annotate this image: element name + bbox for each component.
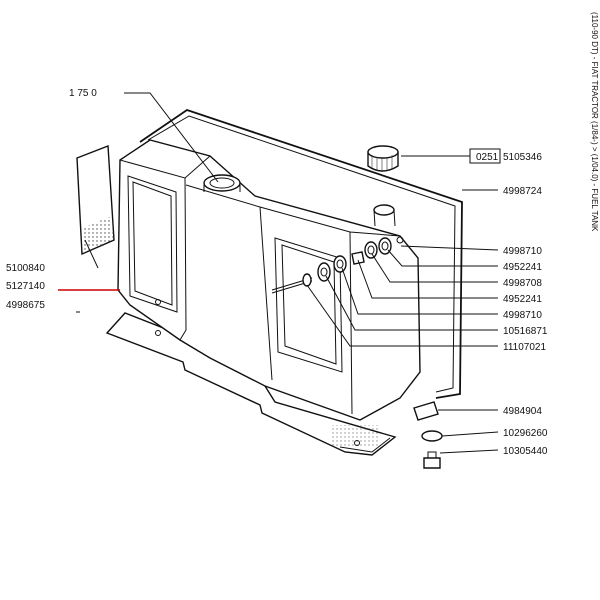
drain-plug	[423, 451, 441, 469]
label-right-9: 11107021	[503, 342, 546, 353]
rubber-pad	[413, 401, 439, 421]
label-right-11: 10296260	[503, 428, 548, 439]
fuel-cap	[367, 145, 399, 172]
fuel-tank-body	[117, 139, 421, 421]
filter-element	[76, 145, 115, 256]
label-right-7: 4998710	[503, 310, 542, 321]
leader-lines	[58, 92, 499, 454]
label-right-12: 10305440	[503, 446, 548, 457]
label-right-4: 4952241	[503, 262, 542, 273]
label-right-10: 4984904	[503, 406, 542, 417]
ref-box	[469, 148, 501, 164]
label-left-2: 5127140	[6, 281, 45, 292]
label-right-2: 4998724	[503, 186, 542, 197]
label-right-8: 10516871	[503, 326, 548, 337]
label-right-5: 4998708	[503, 278, 542, 289]
label-boxed-ref: 0251	[476, 152, 499, 163]
label-left-3: 4998675	[6, 300, 45, 311]
bolt-washer-stack	[271, 237, 392, 294]
label-left-1: 5100840	[6, 263, 45, 274]
label-right-1: 5105346	[503, 152, 542, 163]
drain-washer	[421, 430, 443, 442]
label-right-6: 4952241	[503, 294, 542, 305]
label-top: 1 75 0	[69, 88, 97, 99]
side-title: (110-90 DT) - FIAT TRACTOR (1/84-) > (1/…	[590, 12, 599, 232]
label-right-3: 4998710	[503, 246, 542, 257]
